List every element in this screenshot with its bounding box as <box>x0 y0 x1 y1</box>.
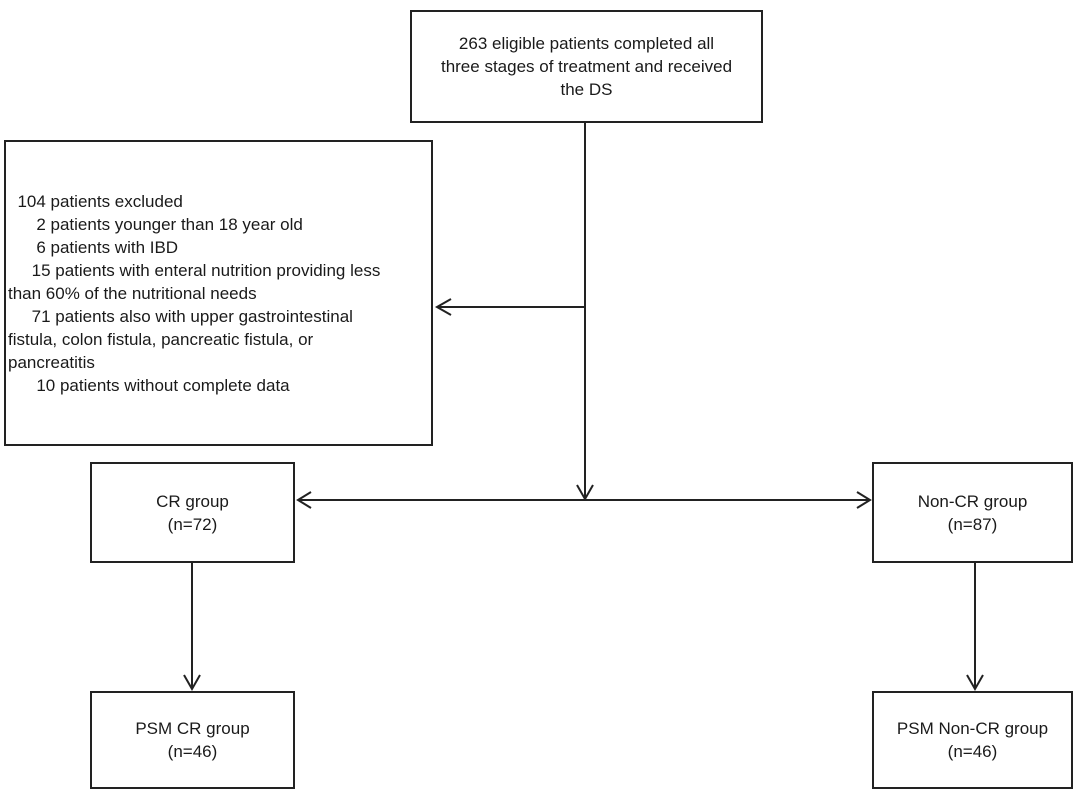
box-eligible-patients-text: 263 eligible patients completed all thre… <box>440 34 733 99</box>
box-non-cr-group-text: Non-CR group (n=87) <box>917 491 1028 534</box>
box-excluded-patients: 104 patients excluded 2 patients younger… <box>4 140 433 446</box>
arrow-to-excluded-box <box>434 298 585 316</box>
box-cr-group-text: CR group (n=72) <box>156 491 229 534</box>
box-psm-cr-group: PSM CR group (n=46) <box>90 691 295 789</box>
box-excluded-patients-text: 104 patients excluded 2 patients younger… <box>8 191 381 395</box>
box-psm-non-cr-group: PSM Non-CR group (n=46) <box>872 691 1073 789</box>
box-cr-group: CR group (n=72) <box>90 462 295 563</box>
arrow-noncr-to-psm-noncr <box>966 563 984 692</box>
arrow-eligible-to-split <box>576 123 594 502</box>
box-psm-cr-group-text: PSM CR group (n=46) <box>135 719 250 761</box>
box-psm-non-cr-group-text: PSM Non-CR group (n=46) <box>896 719 1049 761</box>
box-non-cr-group: Non-CR group (n=87) <box>872 462 1073 563</box>
arrow-cr-to-psm-cr <box>183 563 201 692</box>
arrow-split-to-groups <box>296 491 872 509</box>
box-eligible-patients: 263 eligible patients completed all thre… <box>410 10 763 123</box>
